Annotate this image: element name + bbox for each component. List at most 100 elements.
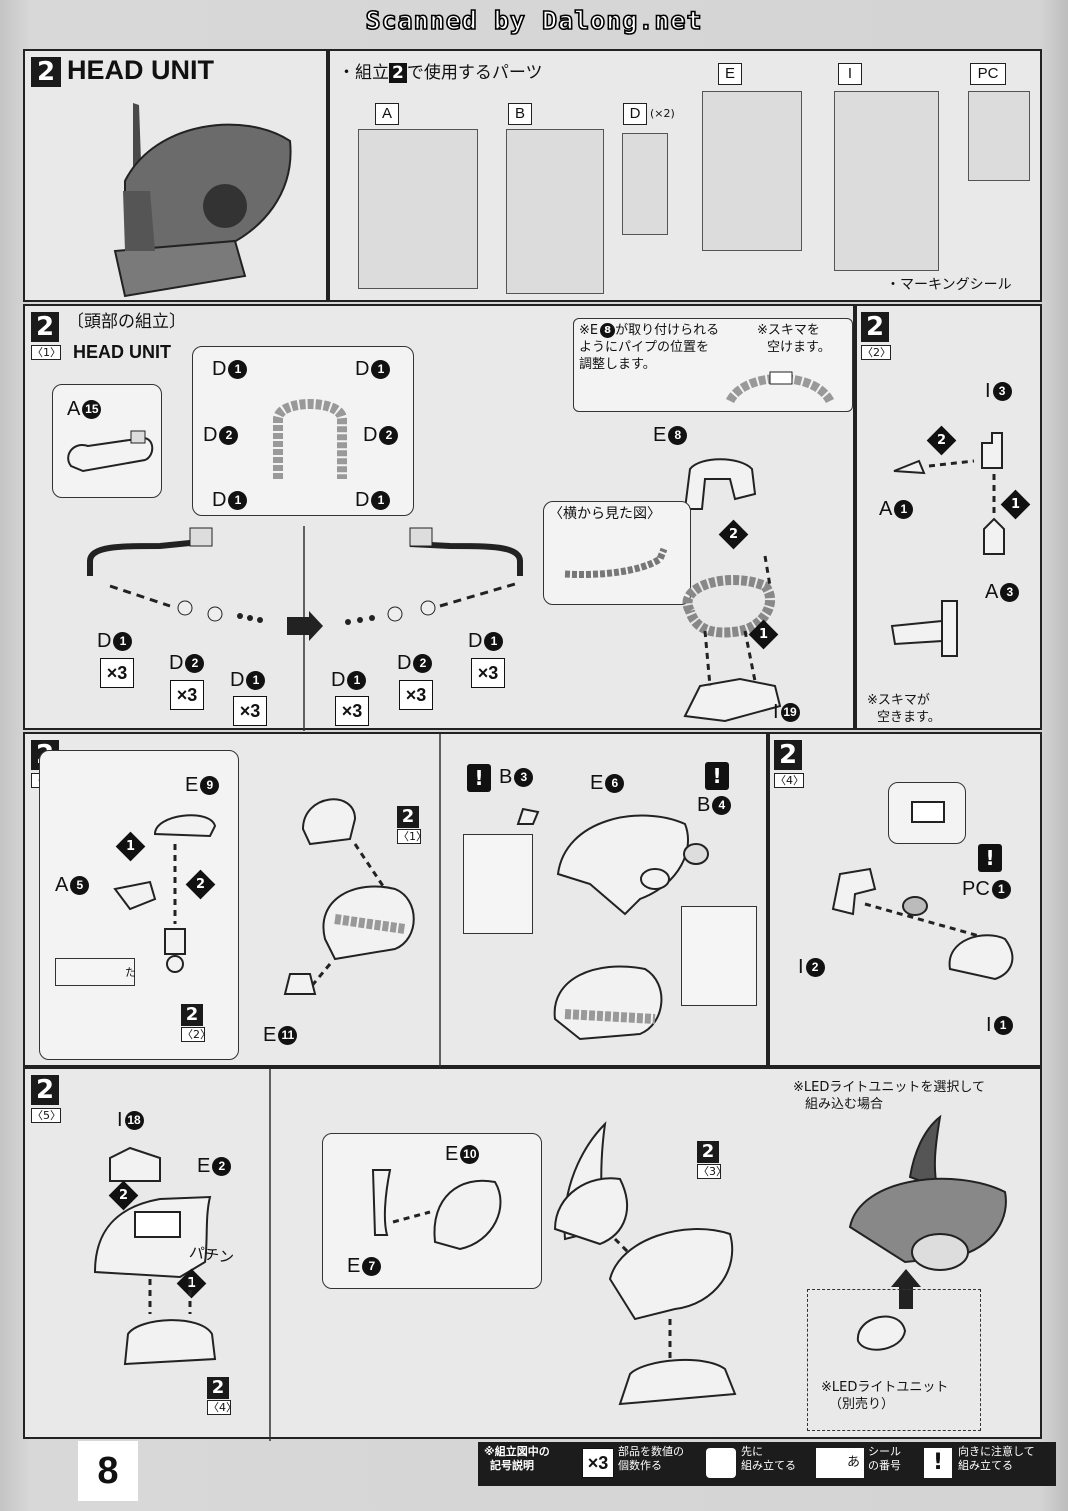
bead-left-3-qty: ×3 xyxy=(233,696,267,726)
ref-step-2-3-sub: 〈3〉 xyxy=(697,1164,727,1179)
symbol-legend: ※組立図中の記号説明 ×3 部品を数値の個数作る 先に組み立てる あ シールの番… xyxy=(478,1442,1056,1486)
parts-heading-step: 2 xyxy=(389,63,407,83)
legend-seal-icon: あ xyxy=(816,1448,864,1478)
ref-step-2-4: 2 xyxy=(207,1377,229,1399)
scan-credit: Scanned by Dalong.net xyxy=(365,5,703,36)
step-2-3-panel: 2 〈3〉 E9 1 2 A5 た 2 〈2〉 2 〈1〉 E11 ! B3 E… xyxy=(23,732,768,1069)
seq-1-diamond: 1 xyxy=(748,619,779,650)
step-2-2-sub: 〈2〉 xyxy=(861,345,891,360)
step-2-1-title-en: HEAD UNIT xyxy=(73,342,171,362)
side-view-drawing xyxy=(564,547,668,578)
head-core-assembly xyxy=(301,798,415,995)
i2-pc1-i1-drawing xyxy=(831,867,1014,981)
gap-note: ※スキマを空けます。 xyxy=(757,323,831,355)
bead-left-1-qty: ×3 xyxy=(100,658,134,688)
ref-step-2-4-sub: 〈4〉 xyxy=(207,1400,237,1415)
ref-step-2-1: 2 xyxy=(397,806,419,828)
runner-e-label: E xyxy=(718,63,742,85)
pipe-gap-drawing xyxy=(725,371,835,404)
head-unit-header-panel: 2 HEAD UNIT xyxy=(23,49,328,302)
runner-d-sprue xyxy=(622,133,668,235)
e6-part-drawing xyxy=(556,814,689,916)
led-head-drawing xyxy=(848,1114,1007,1271)
next-arrow xyxy=(287,611,323,641)
runner-i-label: I xyxy=(838,63,862,85)
divider-line-2 xyxy=(439,734,441,1069)
ref-step-2-3: 2 xyxy=(697,1141,719,1163)
runner-d-qty: (×2) xyxy=(650,107,675,120)
bead-left-2-qty: ×3 xyxy=(170,680,204,710)
legend-warning-icon: ! xyxy=(924,1448,952,1478)
b3-detail-box xyxy=(463,834,533,934)
step-2-2-badge: 2 xyxy=(861,312,889,342)
a3-part-drawing xyxy=(983,474,1005,555)
bead-right-2-qty: ×3 xyxy=(399,680,433,710)
led-option-note: ※LEDライトユニットを選択して組み込む場合 xyxy=(793,1080,985,1112)
e10-part-drawing xyxy=(392,1179,502,1251)
legend-title: ※組立図中の記号説明 xyxy=(484,1445,550,1472)
e8-part-drawing xyxy=(683,458,757,510)
e2-part-drawing xyxy=(93,1195,212,1279)
i18-part-drawing xyxy=(109,1146,161,1182)
e7-part-drawing xyxy=(371,1169,392,1236)
step-2-4-badge: 2 xyxy=(774,740,802,770)
warning-icon-b4: ! xyxy=(705,762,729,790)
legend-x3-desc: 部品を数値の個数作る xyxy=(618,1445,684,1472)
section-title: HEAD UNIT xyxy=(67,55,214,85)
runner-i-sprue xyxy=(834,91,939,271)
bead-right-1-qty: ×3 xyxy=(335,696,369,726)
ref-step-2-1-sub: 〈1〉 xyxy=(397,829,427,844)
side-view-label: 〈横から見た図〉 xyxy=(549,506,661,522)
warning-icon-b3: ! xyxy=(467,764,491,792)
ref-step-2-2-sub: 〈2〉 xyxy=(181,1027,211,1042)
legend-first-icon xyxy=(706,1448,736,1478)
marking-seal-label: ・マーキングシール xyxy=(886,277,1012,293)
warning-icon-pc1: ! xyxy=(978,844,1002,872)
step-2-5-sub: 〈5〉 xyxy=(31,1108,61,1123)
led-unit-box xyxy=(807,1289,981,1431)
pc-detail-drawing xyxy=(911,801,945,823)
runner-e-sprue xyxy=(702,91,802,251)
face-callout xyxy=(322,1133,542,1289)
ref-step-2-2: 2 xyxy=(181,1004,203,1026)
e11-part-drawing xyxy=(283,973,317,995)
runner-a-label: A xyxy=(375,103,399,125)
step-number-badge: 2 xyxy=(31,57,61,87)
i19-part-drawing xyxy=(683,630,782,723)
a5-part-drawing xyxy=(113,880,157,911)
runner-b-label: B xyxy=(508,103,532,125)
pin-part-drawing xyxy=(164,844,186,973)
head-shell-assembly xyxy=(553,1121,737,1406)
step-2-1-sub: 〈1〉 xyxy=(31,345,61,360)
divider-line-3 xyxy=(269,1069,271,1441)
pipe-right-drawing xyxy=(409,527,523,576)
runner-a-sprue xyxy=(358,129,478,289)
step-2-5-panel: 2 〈5〉 I18 E2 2 パチン 1 2 〈4〉 E10 E7 xyxy=(23,1067,1042,1441)
